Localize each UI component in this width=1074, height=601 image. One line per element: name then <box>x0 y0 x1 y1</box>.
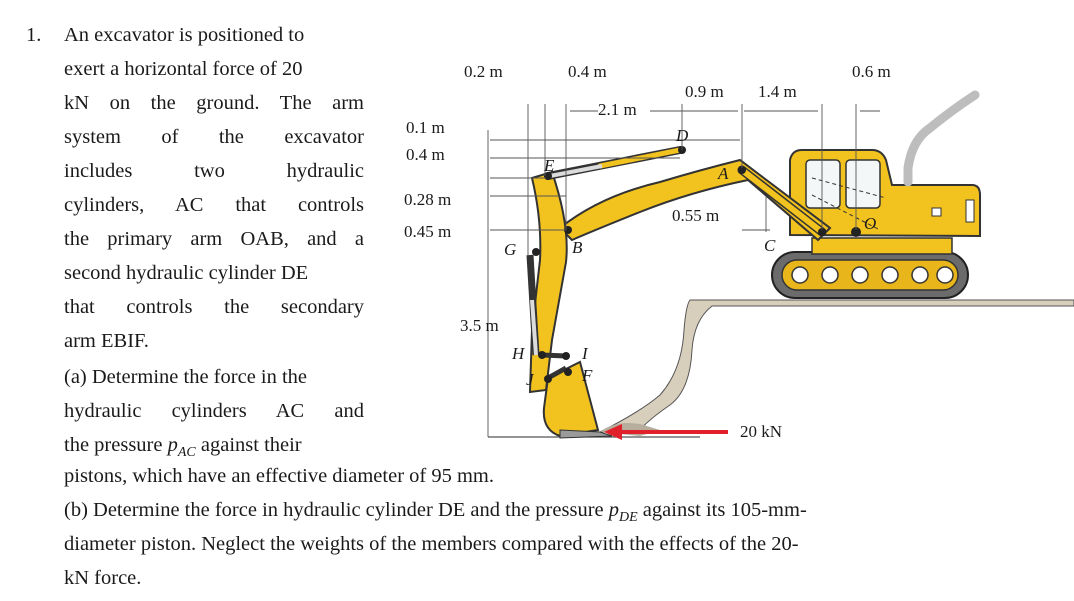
pac-symbol: p <box>167 434 178 456</box>
point-i: I <box>582 344 588 363</box>
intro-line: An excavator is positioned to <box>64 24 305 46</box>
dim-028: 0.28 m <box>404 190 452 209</box>
point-j: J <box>526 370 534 389</box>
point-b: B <box>572 238 583 257</box>
point-a: A <box>718 164 729 183</box>
turntable <box>811 237 953 255</box>
intro-line: exert a horizontal force of 20 <box>64 58 303 80</box>
part-a-end: pistons, which have an effective diamete… <box>64 465 494 487</box>
dim-04-top: 0.4 m <box>568 62 607 81</box>
dim-04-left: 0.4 m <box>406 145 445 164</box>
part-b-line-2: diameter piston. Neglect the weights of … <box>64 533 799 555</box>
part-b-pre: (b) Determine the force in hydraulic cyl… <box>64 499 609 521</box>
point-o: O <box>864 214 877 233</box>
intro-line: kN on the ground. The arm <box>64 92 364 114</box>
exhaust-smoke <box>903 90 980 187</box>
pde-subscript: DE <box>619 510 638 526</box>
dim-01: 0.1 m <box>406 118 445 137</box>
link-hi <box>541 352 567 359</box>
point-e: E <box>544 156 555 175</box>
pac-after: against their <box>195 434 302 456</box>
dim-14: 1.4 m <box>758 82 797 101</box>
part-a-line: (a) Determine the force in the <box>64 366 308 388</box>
intro-line: the primary arm OAB, and a <box>64 228 364 250</box>
cab-window-2 <box>845 159 881 209</box>
part-a-line: hydraulic cylinders AC and <box>64 400 364 422</box>
force-label: 20 kN <box>740 422 783 441</box>
intro-line: second hydraulic cylinder DE <box>64 262 309 284</box>
pde-symbol: p <box>608 499 619 521</box>
part-b-post: against its 105-mm- <box>637 499 807 521</box>
dim-055: 0.55 m <box>672 206 720 225</box>
cliff-ground <box>599 299 1074 433</box>
pac-subscript: AC <box>177 445 196 461</box>
intro-line: that controls the secondary <box>64 296 364 318</box>
dim-21: 2.1 m <box>598 100 637 119</box>
stick-arm <box>528 170 568 394</box>
rear-light <box>965 199 975 223</box>
link-jf <box>546 365 568 381</box>
problem-number: 1. <box>26 24 42 46</box>
point-d: D <box>676 126 689 145</box>
track-wheels <box>791 266 954 284</box>
part-b-line-3: kN force. <box>64 567 142 589</box>
part-b-line-1: (b) Determine the force in hydraulic cyl… <box>64 493 807 535</box>
part-a-line-pressure: the pressure pAC against their <box>64 428 364 470</box>
dim-35: 3.5 m <box>460 316 499 335</box>
dim-06: 0.6 m <box>852 62 891 81</box>
pressure-lead: the pressure <box>64 434 163 456</box>
bucket-teeth <box>559 429 613 439</box>
point-g: G <box>504 240 517 259</box>
point-c: C <box>764 236 776 255</box>
intro-line: arm EBIF. <box>64 330 149 352</box>
dimension-lines <box>487 104 880 437</box>
point-h: H <box>512 344 525 363</box>
engine-vent <box>931 207 942 217</box>
problem-intro: An excavator is positioned to exert a ho… <box>64 18 364 470</box>
intro-line: includes two hydraulic <box>64 160 364 182</box>
dim-045: 0.45 m <box>404 222 452 241</box>
dim-09: 0.9 m <box>685 82 724 101</box>
dim-02: 0.2 m <box>464 62 503 81</box>
intro-line: cylinders, AC that controls <box>64 194 364 216</box>
force-arrow-head <box>604 424 622 440</box>
point-f: F <box>582 366 593 385</box>
intro-line: system of the excavator <box>64 126 364 148</box>
